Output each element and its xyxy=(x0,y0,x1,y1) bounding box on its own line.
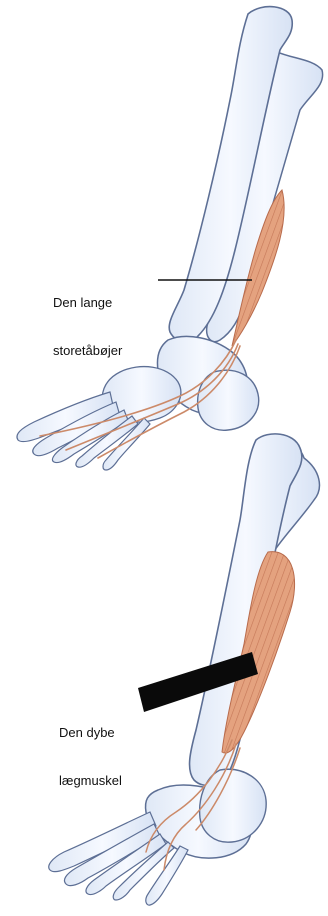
bottom-leg-figure xyxy=(49,434,320,905)
label-deep-calf-muscle: Den dybe lægmuskel xyxy=(59,693,122,821)
top-leg-figure xyxy=(17,7,323,470)
label-top-line-1: Den lange xyxy=(53,295,122,311)
label-bottom-line-1: Den dybe xyxy=(59,725,122,741)
label-long-toe-flexor: Den lange storetåbøjer xyxy=(53,263,122,391)
label-bottom-line-2: lægmuskel xyxy=(59,773,122,789)
label-top-line-2: storetåbøjer xyxy=(53,343,122,359)
